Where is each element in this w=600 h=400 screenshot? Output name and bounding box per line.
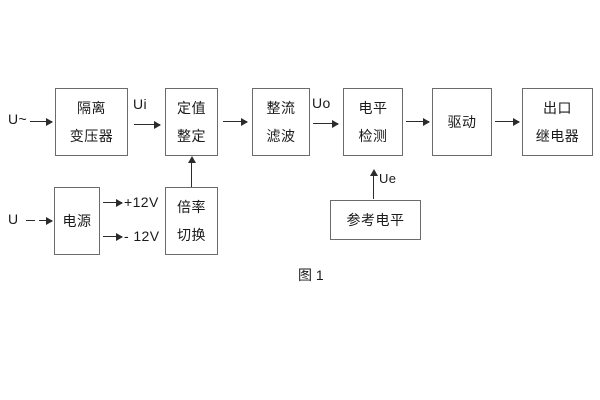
arrow-rail-positive xyxy=(103,198,123,207)
signal-label-ui: Ui xyxy=(133,96,148,112)
arrow-rail-negative xyxy=(103,232,123,241)
block-setting-value: 定值 整定 xyxy=(165,88,218,156)
signal-label-uo: Uo xyxy=(312,95,331,111)
block-setting-value-line-1: 定值 xyxy=(177,100,206,116)
block-isolation-transformer-line-2: 变压器 xyxy=(69,128,114,144)
arrow-reference-level-to-level-detection xyxy=(369,169,378,199)
block-output-relay-line-1: 出口 xyxy=(543,100,572,116)
block-level-detection: 电平 检测 xyxy=(343,88,403,156)
arrow-isolation-transformer-to-setting-value xyxy=(134,120,161,129)
block-multiplier-switch-line-1: 倍率 xyxy=(177,199,206,215)
arrow-rectify-filter-to-level-detection xyxy=(313,119,339,128)
signal-label-ue: Ue xyxy=(379,171,397,186)
block-power-supply: 电源 xyxy=(54,187,100,255)
arrow-drive-to-output-relay xyxy=(495,117,520,126)
block-power-supply-line-1: 电源 xyxy=(62,213,92,229)
input-label-ac: U~ xyxy=(8,111,28,127)
arrow-dc-input-to-power-supply xyxy=(39,216,53,225)
input-label-dc: U xyxy=(8,211,19,227)
figure-caption: 图 1 xyxy=(298,267,324,283)
block-level-detection-line-1: 电平 xyxy=(358,100,388,116)
block-level-detection-line-2: 检测 xyxy=(358,128,388,144)
block-multiplier-switch: 倍率 切换 xyxy=(165,187,218,255)
block-drive-line-1: 驱动 xyxy=(447,114,477,130)
block-output-relay-line-2: 继电器 xyxy=(535,128,580,144)
arrow-multiplier-switch-to-setting-value xyxy=(187,156,196,187)
block-output-relay: 出口 继电器 xyxy=(522,88,593,156)
arrow-level-detection-to-drive xyxy=(406,117,430,126)
block-rectify-filter: 整流 滤波 xyxy=(252,88,310,156)
dash-dc-input-segment xyxy=(26,220,35,221)
block-reference-level: 参考电平 xyxy=(330,200,421,240)
rail-label-positive: +12V xyxy=(124,194,159,210)
arrow-ac-input-to-isolation-transformer xyxy=(30,117,53,126)
block-setting-value-line-2: 整定 xyxy=(177,128,206,144)
block-multiplier-switch-line-2: 切换 xyxy=(177,227,206,243)
block-reference-level-line-1: 参考电平 xyxy=(346,212,405,228)
arrow-setting-value-to-rectify-filter xyxy=(223,117,248,126)
block-isolation-transformer: 隔离 变压器 xyxy=(55,88,128,156)
rail-label-negative: - 12V xyxy=(124,228,160,244)
block-rectify-filter-line-1: 整流 xyxy=(266,100,296,116)
block-drive: 驱动 xyxy=(432,88,492,156)
block-rectify-filter-line-2: 滤波 xyxy=(266,128,296,144)
block-isolation-transformer-line-1: 隔离 xyxy=(77,100,106,116)
